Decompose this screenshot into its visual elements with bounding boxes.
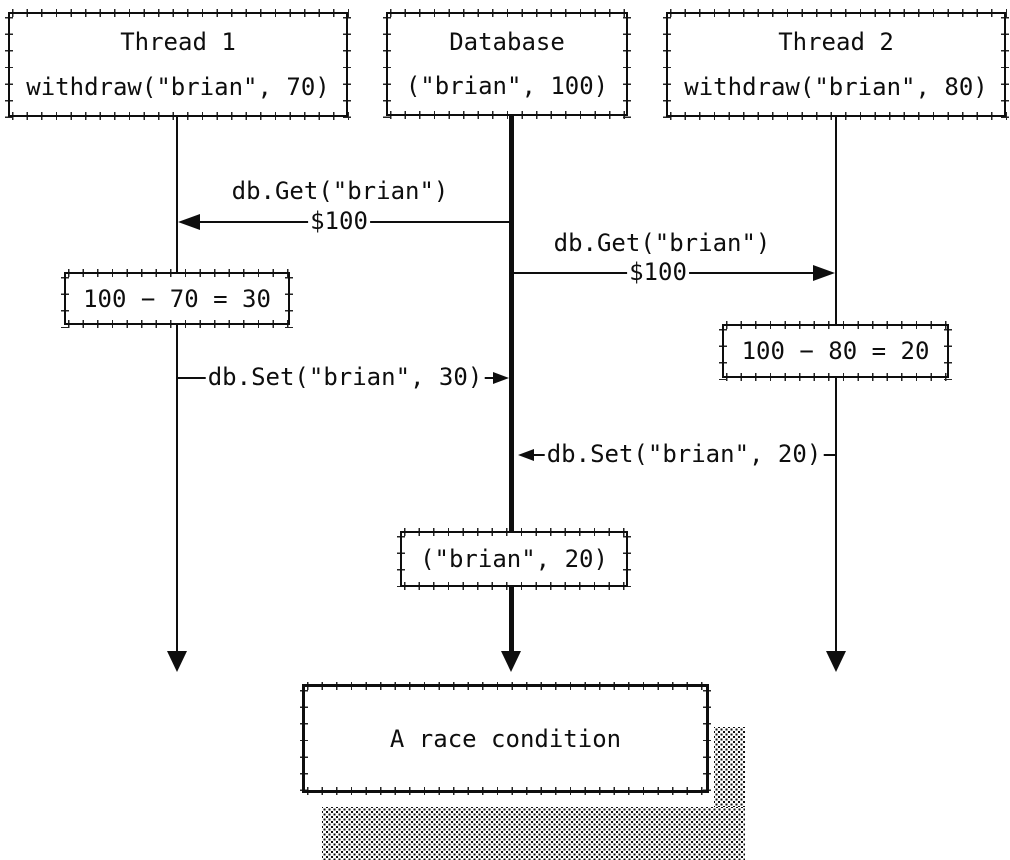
thread1-lifeline-arrowhead-icon [167,651,187,672]
thread2-lifeline-arrowhead-icon [826,651,846,672]
database-lifeline [509,116,514,652]
message-label-set-20: db.Set("brian", 20) [544,440,824,469]
actor-box-database: Database ("brian", 100) [383,9,631,119]
actor-title: Thread 1 [120,28,236,57]
note-box-database-state: ("brian", 20) [397,528,631,590]
arrowhead-left-icon [518,449,534,461]
note-text: 100 − 70 = 30 [83,284,271,313]
thread2-lifeline [835,117,837,652]
message-label-set-30: db.Set("brian", 30) [205,363,485,392]
actor-subtitle: withdraw("brian", 70) [26,72,330,101]
message-value-get-thread1: $100 [308,207,370,236]
caption-shadow-bottom [322,807,745,860]
actor-subtitle: ("brian", 100) [405,72,609,100]
actor-title: Database [449,28,565,56]
note-box-thread2-computation: 100 − 80 = 20 [719,321,952,381]
caption-text: A race condition [389,724,622,753]
note-text: 100 − 80 = 20 [741,337,930,365]
database-lifeline-arrowhead-icon [501,651,521,672]
caption-box: A race condition [300,682,711,795]
actor-box-thread1: Thread 1 withdraw("brian", 70) [5,9,351,120]
message-label-get-thread2: db.Get("brian") [553,229,771,258]
thread1-lifeline [176,117,178,652]
note-box-thread1-computation: 100 − 70 = 30 [61,269,293,328]
actor-box-thread2: Thread 2 withdraw("brian", 80) [663,9,1009,120]
message-value-get-thread2: $100 [627,258,689,287]
message-label-get-thread1: db.Get("brian") [231,177,449,206]
actor-title: Thread 2 [778,28,894,57]
arrowhead-left-icon [178,214,200,230]
actor-subtitle: withdraw("brian", 80) [684,72,988,101]
note-text: ("brian", 20) [420,545,608,573]
arrowhead-right-icon [813,265,835,281]
arrowhead-right-icon [493,372,509,384]
